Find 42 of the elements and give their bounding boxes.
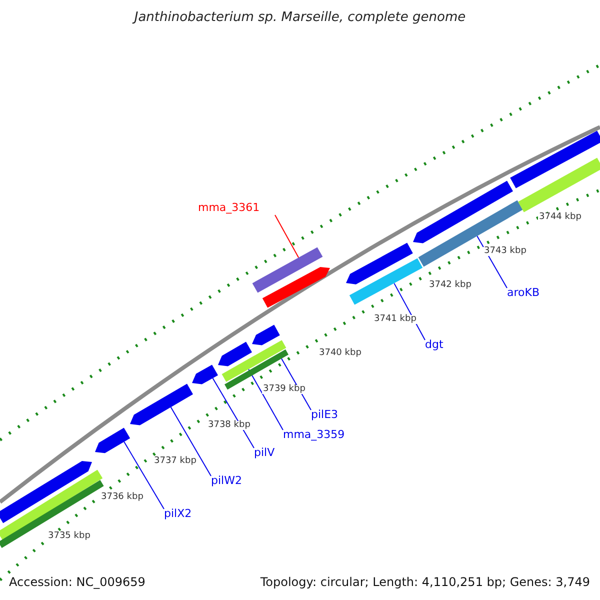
gene-block xyxy=(0,470,103,540)
gene-label: mma_3359 xyxy=(283,429,345,440)
position-label: 3739 kbp xyxy=(262,385,306,394)
position-label: 3738 kbp xyxy=(207,421,252,430)
position-label: 3743 kbp xyxy=(483,247,528,256)
position-label: 3737 kbp xyxy=(153,457,198,466)
leader-line xyxy=(274,214,300,258)
position-label: 3736 kbp xyxy=(100,493,144,502)
position-label: 3740 kbp xyxy=(318,349,362,358)
leader-line xyxy=(170,406,212,476)
genome-info-text: Topology: circular; Length: 4,110,251 bp; Genes: 3,749 xyxy=(260,576,590,588)
gene-block xyxy=(224,349,288,390)
gene-label: mma_3361 xyxy=(198,202,260,213)
gene-block xyxy=(130,384,193,426)
gene-block xyxy=(218,342,252,366)
gene-block xyxy=(0,461,92,524)
accession-text: Accession: NC_009659 xyxy=(9,576,146,588)
gene-block xyxy=(192,364,218,384)
title: Janthinobacterium sp. Marseille, complete genome xyxy=(131,11,467,24)
leader-line xyxy=(248,368,284,430)
gene-block xyxy=(349,258,423,305)
position-label: 3744 kbp xyxy=(538,213,582,222)
gene-block xyxy=(222,340,286,382)
position-label: 3735 kbp xyxy=(47,532,92,541)
gene-label: pilW2 xyxy=(211,475,242,486)
gene-block xyxy=(518,158,600,212)
gene-label: pilV xyxy=(254,447,275,458)
gene-label: pilX2 xyxy=(164,508,192,519)
gene-block xyxy=(510,130,600,188)
position-label: 3741 kbp xyxy=(373,315,418,324)
gene-label: dgt xyxy=(425,339,444,350)
gene-label: pilE3 xyxy=(311,409,338,420)
gene-block xyxy=(262,267,330,308)
gene-block xyxy=(252,247,323,293)
position-label: 3742 kbp xyxy=(428,281,472,290)
gene-block xyxy=(95,428,130,454)
gene-label: aroKB xyxy=(507,287,540,298)
leader-line xyxy=(212,378,254,448)
gene-block xyxy=(413,180,513,244)
leader-line xyxy=(124,441,164,510)
gene-block xyxy=(252,324,280,346)
gene-block xyxy=(346,242,413,284)
